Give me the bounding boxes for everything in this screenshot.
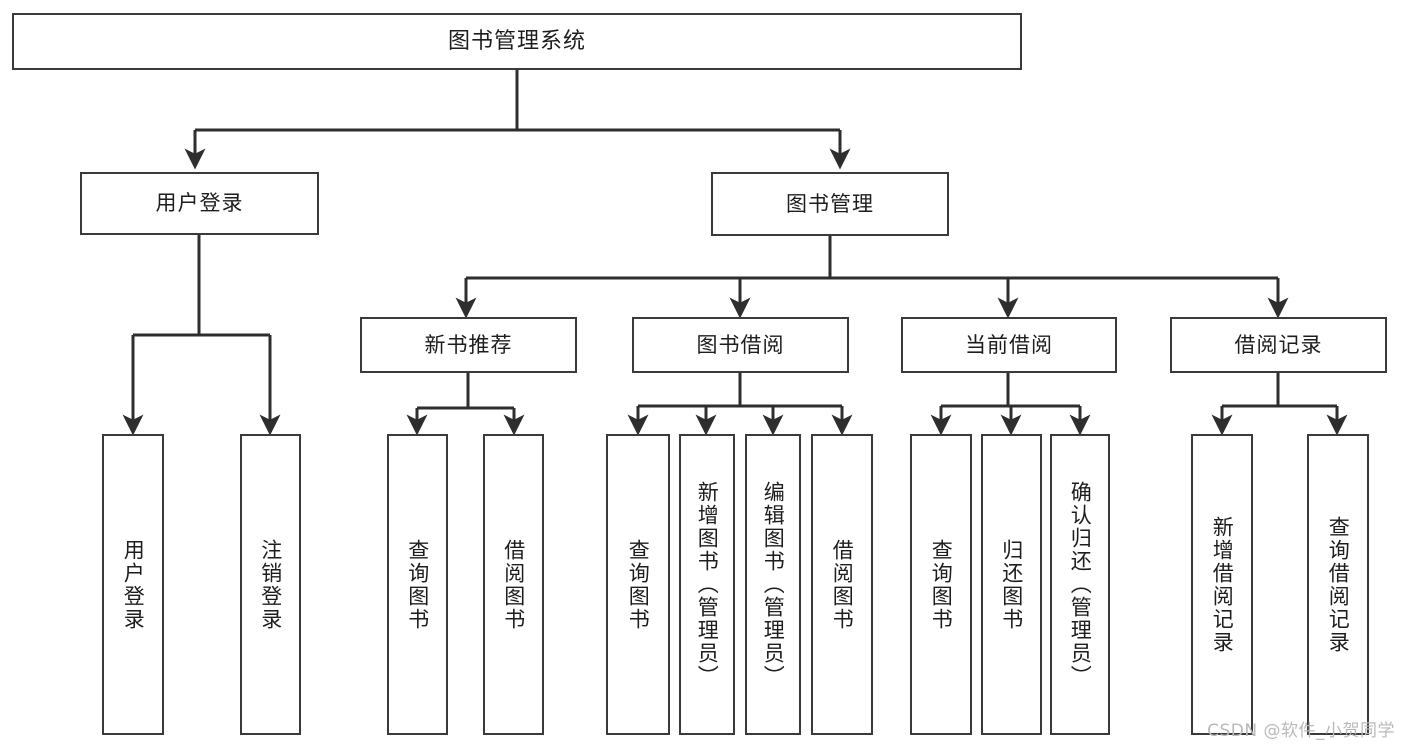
leaf-current-confirm-return-admin[interactable]: 确认归还（管理员） <box>1050 434 1110 735</box>
leaf-borrow-borrow-book[interactable]: 借阅图书 <box>811 434 873 735</box>
leaf-current-return-book[interactable]: 归还图书 <box>981 434 1042 735</box>
node-label: 用户登录 <box>155 191 244 216</box>
leaf-user-login-logout[interactable]: 注销登录 <box>240 434 301 735</box>
leaf-new-book-borrow[interactable]: 借阅图书 <box>483 434 544 735</box>
node-label: 注销登录 <box>258 538 283 631</box>
leaf-new-book-query[interactable]: 查询图书 <box>387 434 448 735</box>
node-user-login[interactable]: 用户登录 <box>80 172 319 235</box>
node-label: 图书管理系统 <box>447 28 586 54</box>
node-label: 查询图书 <box>405 538 430 631</box>
node-label: 借阅记录 <box>1234 332 1323 357</box>
node-borrow-record[interactable]: 借阅记录 <box>1170 317 1387 373</box>
node-label: 新书推荐 <box>424 332 513 357</box>
node-label: 当前借阅 <box>965 332 1053 357</box>
node-label: 查询图书 <box>626 538 651 631</box>
leaf-record-add-record[interactable]: 新增借阅记录 <box>1191 434 1253 735</box>
node-label: 用户登录 <box>121 538 146 631</box>
node-book-borrow[interactable]: 图书借阅 <box>632 317 849 373</box>
leaf-user-login-login[interactable]: 用户登录 <box>102 434 164 735</box>
node-label: 图书管理 <box>786 191 874 216</box>
node-label: 确认归还（管理员） <box>1068 481 1093 688</box>
node-label: 图书借阅 <box>696 332 785 357</box>
node-label: 新增图书（管理员） <box>695 481 720 688</box>
leaf-borrow-add-book-admin[interactable]: 新增图书（管理员） <box>679 434 735 735</box>
node-current-borrow[interactable]: 当前借阅 <box>901 317 1117 373</box>
node-label: 查询图书 <box>929 538 954 631</box>
node-book-management[interactable]: 图书管理 <box>711 172 949 236</box>
node-label: 查询借阅记录 <box>1326 515 1351 654</box>
node-root-system[interactable]: 图书管理系统 <box>12 13 1022 70</box>
leaf-current-query-book[interactable]: 查询图书 <box>910 434 972 735</box>
leaf-borrow-edit-book-admin[interactable]: 编辑图书（管理员） <box>745 434 801 735</box>
leaf-record-query-record[interactable]: 查询借阅记录 <box>1307 434 1369 735</box>
csdn-watermark: CSDN @软件_小贺同学 <box>1207 721 1395 741</box>
node-label: 编辑图书（管理员） <box>761 481 786 688</box>
node-label: 新增借阅记录 <box>1210 515 1235 654</box>
node-label: 借阅图书 <box>501 538 526 631</box>
leaf-borrow-query-book[interactable]: 查询图书 <box>606 434 670 735</box>
node-label: 借阅图书 <box>830 538 855 631</box>
node-label: 归还图书 <box>999 538 1024 631</box>
node-new-book-recommend[interactable]: 新书推荐 <box>360 317 577 373</box>
